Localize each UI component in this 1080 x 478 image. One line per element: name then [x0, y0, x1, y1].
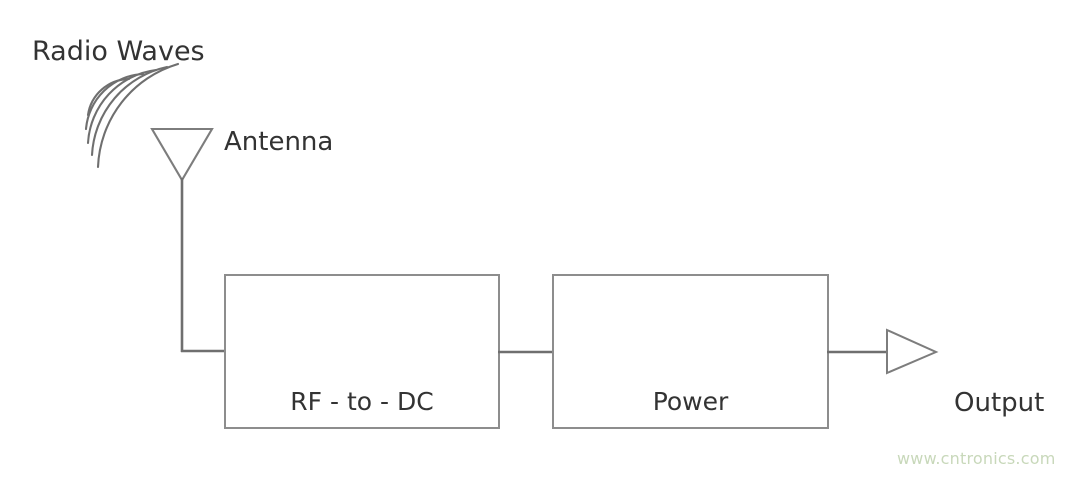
block-label-rf-to-dc: RF - to - DC Conversion: [225, 313, 499, 478]
output-line-1: Output: [954, 387, 1045, 418]
block-power-line-1: Power: [652, 387, 729, 416]
antenna-triangle-icon: [150, 127, 214, 352]
output-arrow-icon: [886, 328, 939, 375]
label-antenna: Antenna: [224, 127, 334, 157]
block-label-power-conditioning: Power Conditioning: [553, 313, 828, 478]
block-rf-line-1: RF - to - DC: [290, 387, 434, 416]
label-output-to-load: Output to Load: [954, 311, 1051, 478]
block-rf-to-dc: [224, 274, 500, 429]
radio-wave-arcs-icon: [84, 62, 180, 169]
watermark: www.cntronics.com: [897, 449, 1056, 468]
block-power-conditioning: [552, 274, 829, 429]
label-radio-waves: Radio Waves: [32, 36, 205, 67]
